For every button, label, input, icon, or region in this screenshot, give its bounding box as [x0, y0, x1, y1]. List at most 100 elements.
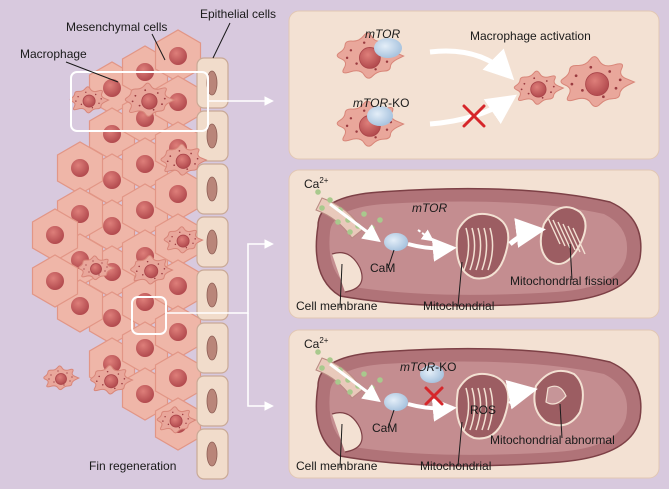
epithelial-cells-label: Epithelial cells	[200, 7, 276, 21]
cell-nucleus	[103, 79, 121, 97]
calcium-ion	[377, 377, 383, 383]
cell-nucleus	[169, 47, 187, 65]
mesenchymal-cell	[154, 29, 202, 83]
mitochondrial-abnormal-label: Mitochondrial abnormal	[490, 433, 615, 447]
cell-membrane	[331, 252, 363, 293]
calmodulin	[384, 233, 408, 251]
cell-nucleus	[169, 93, 187, 111]
macrophage-activation-content	[336, 32, 636, 147]
tissue-macrophage	[90, 365, 134, 395]
cell-nucleus	[136, 385, 154, 403]
mtor-ko-label: mTOR-KO	[353, 96, 409, 110]
mtor-ko-protein	[367, 106, 393, 126]
mtor-ko-bottom-suffix: -KO	[435, 360, 456, 374]
epithelial-cell	[196, 110, 229, 162]
mitochondrion	[455, 212, 510, 280]
tissue-macrophages	[43, 82, 208, 434]
cell-membrane-bottom-label: Cell membrane	[296, 459, 378, 473]
cell-nucleus	[136, 155, 154, 173]
calcium-ion	[347, 229, 353, 235]
tissue-macrophage	[43, 365, 81, 391]
activation-arrow	[429, 48, 515, 81]
cell-nucleus	[103, 171, 121, 189]
abnormal-mitochondrion	[533, 370, 584, 427]
tissue-macrophage	[124, 82, 176, 117]
fin-tissue	[31, 29, 202, 451]
calcium-label: Ca2+	[304, 176, 329, 191]
activated-macrophage-small	[513, 70, 565, 105]
mesenchymal-cells-label: Mesenchymal cells	[66, 20, 167, 34]
cam-bottom-label: CaM	[372, 421, 397, 435]
epithelial-cell	[196, 428, 229, 480]
calcium-ion	[335, 219, 341, 225]
cell-nucleus	[71, 205, 89, 223]
epithelial-cell	[196, 163, 229, 215]
calcium-ion	[327, 357, 333, 363]
mitochondrial-fission-label: Mitochondrial fission	[510, 274, 619, 288]
cell-body	[315, 187, 642, 309]
cell-nucleus	[46, 226, 64, 244]
cell-nucleus	[169, 323, 187, 341]
mesenchymal-cell	[56, 141, 104, 195]
mtor-label: mTOR	[365, 27, 400, 41]
calcium-ion	[315, 189, 321, 195]
cell-body	[315, 347, 642, 469]
mtor-ko-bottom-label: mTOR-KO	[400, 360, 456, 374]
mtor-ko-bottom-gene: mTOR	[400, 360, 435, 374]
mesenchymal-cell	[154, 167, 202, 221]
mitochondrial-fission-content	[315, 187, 642, 309]
calcium-channel	[315, 357, 363, 399]
mesenchymal-cell	[31, 254, 79, 308]
cell-nucleus	[169, 185, 187, 203]
mtor-protein	[374, 38, 402, 58]
tissue-macrophage	[156, 406, 197, 434]
activated-macrophage	[560, 56, 636, 107]
calcium-ion	[369, 225, 375, 231]
tissue-macrophage	[160, 143, 208, 176]
mitochondrial-label: Mitochondrial	[423, 299, 494, 313]
tissue-macrophage	[69, 86, 110, 114]
cell-nucleus	[103, 309, 121, 327]
cell-nucleus	[103, 217, 121, 235]
calcium-channel	[315, 197, 363, 239]
cell-nucleus	[136, 339, 154, 357]
macrophage-label: Macrophage	[20, 47, 87, 61]
epithelial-layer	[196, 57, 229, 480]
mitochondrion	[455, 372, 510, 440]
calcium-ion	[319, 365, 325, 371]
epithelial-cell	[196, 269, 229, 321]
epithelial-cell	[196, 375, 229, 427]
tissue-macrophage	[163, 226, 204, 254]
epithelial-cell	[196, 322, 229, 374]
calcium-charge: 2+	[319, 176, 328, 185]
mitochondrial-abnormal-content	[315, 347, 642, 469]
mitochondrial-bottom-label: Mitochondrial	[420, 459, 491, 473]
cell-nucleus	[46, 272, 64, 290]
calcium-ion	[315, 349, 321, 355]
calcium-ion	[369, 385, 375, 391]
calcium-ion	[327, 197, 333, 203]
label-leader-lines	[65, 22, 231, 83]
calcium-symbol: Ca	[304, 177, 320, 191]
cell-membrane	[331, 412, 363, 453]
cell-nucleus	[136, 293, 154, 311]
tissue-macrophage	[78, 255, 116, 281]
connector-lines	[166, 96, 274, 411]
calcium-ion	[347, 389, 353, 395]
calcium-charge-bottom: 2+	[319, 336, 328, 345]
calcium-ion	[319, 205, 325, 211]
blocked-x-icon	[424, 386, 444, 406]
ros-label: ROS	[470, 403, 496, 417]
mtor-ko-gene: mTOR	[353, 96, 388, 110]
cell-membrane-label: Cell membrane	[296, 299, 378, 313]
mtor-ko-suffix: -KO	[388, 96, 409, 110]
cell-nucleus	[103, 125, 121, 143]
calcium-label-bottom: Ca2+	[304, 336, 329, 351]
cell-nucleus	[169, 369, 187, 387]
mtor-ko-protein-bottom	[420, 365, 444, 383]
dividing-mitochondrion	[539, 206, 587, 265]
calcium-ion	[361, 371, 367, 377]
cell-nucleus	[136, 201, 154, 219]
